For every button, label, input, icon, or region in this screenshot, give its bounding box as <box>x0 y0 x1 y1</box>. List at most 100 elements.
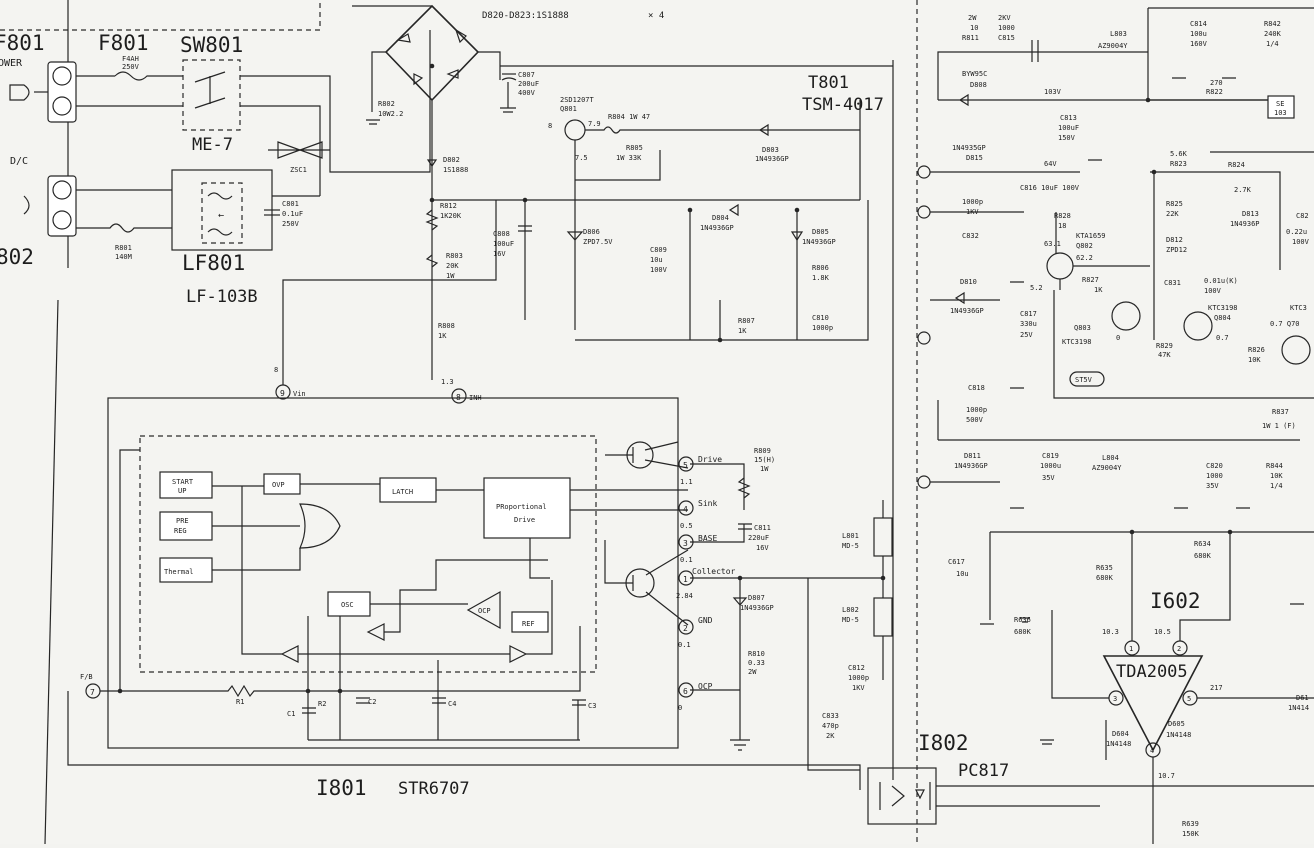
component-label: Sink <box>698 499 717 508</box>
component-label: REG <box>174 527 187 535</box>
component-label: 1KV <box>966 208 979 216</box>
component-label: MD-5 <box>842 542 859 550</box>
me7-label: ME-7 <box>192 135 233 155</box>
component-label: 160V <box>1190 40 1208 48</box>
component-label: 240K <box>1264 30 1282 38</box>
component-label: R801 <box>115 244 132 252</box>
component-label: D808 <box>970 81 987 89</box>
component-label: 0.7 Q70 <box>1270 320 1300 328</box>
component-label: 100u <box>1190 30 1207 38</box>
component-label: R827 <box>1082 276 1099 284</box>
component-label: C833 <box>822 712 839 720</box>
component-label: C1 <box>287 710 295 718</box>
component-label: 4 <box>1150 747 1154 755</box>
component-label: 1N4148 <box>1106 740 1131 748</box>
component-label: 64V <box>1044 160 1057 168</box>
st5v-badge <box>1069 371 1105 387</box>
component-label: INH <box>469 394 482 402</box>
l801-coil <box>873 517 893 557</box>
component-label: R807 <box>738 317 755 325</box>
component-label: 0.1uF <box>282 210 303 218</box>
i801-label: I801 <box>316 776 367 800</box>
component-label: 10K <box>1270 472 1283 480</box>
component-label: OVP <box>272 481 285 489</box>
component-label: C820 <box>1206 462 1223 470</box>
component-label: Vin <box>293 390 306 398</box>
component-label: D61 <box>1296 694 1309 702</box>
ocp-comparator <box>466 590 501 630</box>
component-label: 100V <box>650 266 668 274</box>
component-label: 1K <box>1094 286 1103 294</box>
mid-components: R809 15(H) 1W C811 220uF 16V D807 1N4936… <box>690 447 1314 825</box>
component-label: OCP <box>478 607 491 615</box>
component-label: KTC3198 <box>1062 338 1092 346</box>
component-label: L803 <box>1110 30 1127 38</box>
component-label: 1000u <box>1040 462 1061 470</box>
component-label: D813 <box>1242 210 1259 218</box>
component-label: 8 <box>548 122 552 130</box>
primary-side: T801 TSM-4017 2SD1207T Q801 8 7.9 7.5 R8… <box>282 65 893 385</box>
component-label: PRoportional <box>496 503 547 511</box>
component-label: SE <box>1276 100 1284 108</box>
component-label: 470p <box>822 722 839 730</box>
component-label: 220uF <box>748 534 769 542</box>
component-label: 680K <box>1014 628 1032 636</box>
ref-block <box>511 611 549 633</box>
pc817-optocoupler <box>867 767 937 825</box>
component-label: BASE <box>698 534 717 543</box>
component-label: 250V <box>282 220 300 228</box>
component-label: 2K <box>826 732 835 740</box>
svg-text:←: ← <box>218 210 224 221</box>
tda2005-amplifier <box>1102 655 1204 752</box>
component-label: 8 <box>274 366 278 374</box>
component-label: C801 <box>282 200 299 208</box>
bridge-rectifier: D820-D823:1S1888 × 4 R802 10W2.2 C807 20… <box>352 4 664 320</box>
component-label: 10.7 <box>1158 772 1175 780</box>
component-label: D815 <box>966 154 983 162</box>
se103-regulator <box>1267 95 1295 119</box>
component-label: 15(H) <box>754 456 775 464</box>
component-label: C82 <box>1296 212 1309 220</box>
component-label: AZ9004Y <box>1092 464 1122 472</box>
component-label: 2 <box>683 624 688 633</box>
component-label: C816 10uF 100V <box>1020 184 1080 192</box>
component-label: 1W 33K <box>616 154 642 162</box>
component-label: 16V <box>493 250 506 258</box>
component-label: C809 <box>650 246 667 254</box>
component-label: 4 <box>683 505 688 514</box>
power-label: OWER <box>0 58 23 69</box>
component-label: R822 <box>1206 88 1223 96</box>
component-label: 1000p <box>966 406 987 414</box>
component-label: 150V <box>1058 134 1076 142</box>
component-label: 1 <box>1129 645 1133 653</box>
component-label: 1K <box>738 327 747 335</box>
component-label: C2 <box>368 698 376 706</box>
component-label: 0.01u(K) <box>1204 277 1238 285</box>
component-label: 2KV <box>998 14 1011 22</box>
component-label: 1000p <box>962 198 983 206</box>
component-label: 1.8K <box>812 274 830 282</box>
tda2005-label: TDA2005 <box>1116 662 1188 682</box>
component-label: R634 <box>1194 540 1211 548</box>
component-label: 1/4 <box>1270 482 1283 490</box>
component-label: 1W <box>446 272 455 280</box>
component-label: 680K <box>1096 574 1114 582</box>
component-label: 62.2 <box>1076 254 1093 262</box>
component-label: D802 <box>443 156 460 164</box>
component-label: 1K20K <box>440 212 462 220</box>
component-label: L802 <box>842 606 859 614</box>
component-label: 47K <box>1158 351 1171 359</box>
component-label: 100V <box>1204 287 1222 295</box>
component-label: Q804 <box>1214 314 1231 322</box>
start-up-block <box>159 471 213 499</box>
component-label: 0.1 <box>680 556 693 564</box>
component-label: 1N4936P <box>1230 220 1260 228</box>
component-label: C808 <box>493 230 510 238</box>
component-label: 1/4 <box>1266 40 1279 48</box>
component-label: C815 <box>998 34 1015 42</box>
component-label: 1000 <box>998 24 1015 32</box>
component-label: D605 <box>1168 720 1185 728</box>
component-label: 10.5 <box>1154 628 1171 636</box>
component-label: GND <box>698 616 713 625</box>
component-label: R823 <box>1170 160 1187 168</box>
